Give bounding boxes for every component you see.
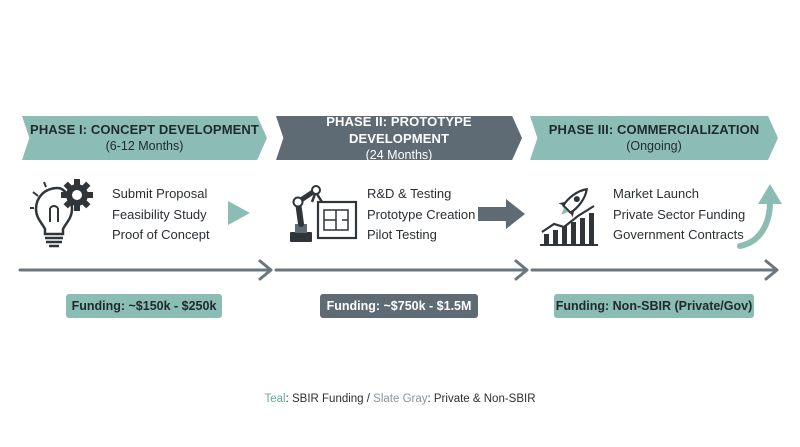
arrow-right-icon [478,199,525,229]
phase-3-item: Government Contracts [613,227,744,242]
phase-3-items: Market Launch Private Sector Funding Gov… [613,184,745,246]
legend-teal-text: : SBIR Funding / [285,393,374,405]
phase-1-funding-badge: Funding: ~$150k - $250k [66,294,222,318]
legend-teal-label: Teal [264,393,286,405]
phase-3-item: Private Sector Funding [613,206,746,222]
phase-2-banner: PHASE II: PROTOTYPE DEVELOPMENT (24 Mont… [276,116,522,160]
phase-2-item: Prototype Creation [367,206,476,222]
phase-3-duration: (Ongoing) [626,139,682,153]
phase-2-title: PHASE II: PROTOTYPE DEVELOPMENT [326,113,472,146]
phase-3-banner: PHASE III: COMMERCIALIZATION (Ongoing) [530,116,778,160]
growth-arrow-icon [737,184,782,249]
phase-1-title: PHASE I: CONCEPT DEVELOPMENT [30,122,259,137]
phase-3-title: PHASE III: COMMERCIALIZATION [548,122,760,137]
phase-2-funding-badge: Funding: ~$750k - $1.5M [320,294,478,318]
phase-3-item: Market Launch [613,186,699,201]
phase-1-item: Proof of Concept [112,227,210,242]
phase-1-duration: (6-12 Months) [105,139,184,153]
phase-1-banner: PHASE I: CONCEPT DEVELOPMENT (6-12 Month… [22,116,267,160]
legend-slate-text: : Private & Non-SBIR [427,393,536,405]
legend-slate-label: Slate Gray [373,393,428,405]
arrow-right-icon [228,201,250,225]
timeline-arrows [18,259,779,281]
legend: Teal: SBIR Funding / Slate Gray: Private… [0,393,800,405]
lightbulb-gear-icon [30,179,93,248]
phase-1-items: Submit Proposal Feasibility Study Proof … [112,184,210,246]
phase-2-items: R&D & Testing Prototype Creation Pilot T… [367,184,475,246]
rocket-growth-chart-icon [540,187,598,246]
phase-2-item: Pilot Testing [367,227,437,242]
phase-1-item: Feasibility Study [112,206,207,222]
phase-1-item: Submit Proposal [112,186,208,201]
phase-2-item: R&D & Testing [367,186,452,201]
phase-3-funding-badge: Funding: Non-SBIR (Private/Gov) [554,294,754,318]
phase-2-duration: (24 Months) [365,147,433,162]
robot-arm-blueprint-icon [290,185,358,242]
